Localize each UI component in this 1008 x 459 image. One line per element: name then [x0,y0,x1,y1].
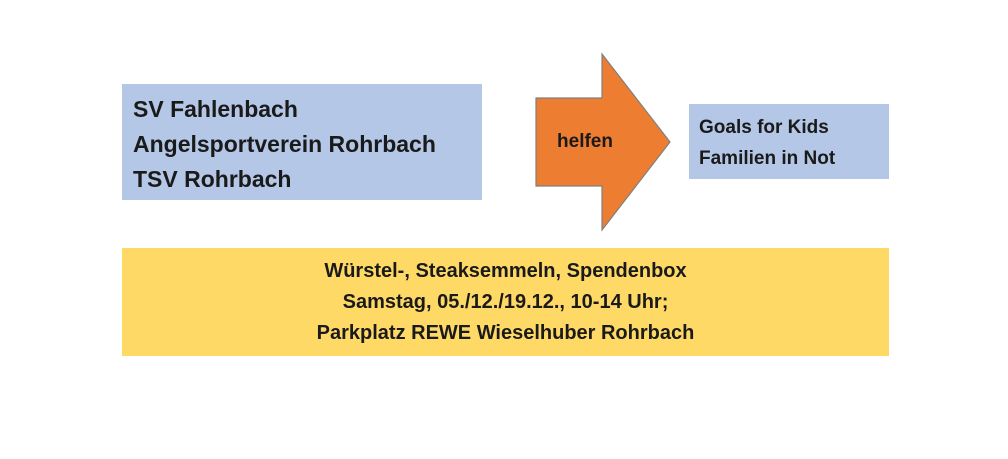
club-name: Angelsportverein Rohrbach [133,131,436,157]
event-date-time: Samstag, 05./12./19.12., 10-14 Uhr; [342,291,669,313]
event-details-box: Würstel-, Steaksemmeln, Spendenbox Samst… [122,248,889,356]
arrow-label: helfen [557,131,613,152]
club-name: SV Fahlenbach [133,96,298,122]
event-location: Parkplatz REWE Wieselhuber Rohrbach [316,322,695,344]
club-name: TSV Rohrbach [133,166,292,192]
clubs-box: SV Fahlenbach Angelsportverein Rohrbach … [122,84,482,200]
beneficiary-name: Goals for Kids [699,117,829,138]
beneficiary-name: Familien in Not [699,148,836,169]
event-offer: Würstel-, Steaksemmeln, Spendenbox [324,260,687,282]
beneficiaries-box: Goals for Kids Familien in Not [689,104,889,179]
arrow-shape [535,52,671,232]
